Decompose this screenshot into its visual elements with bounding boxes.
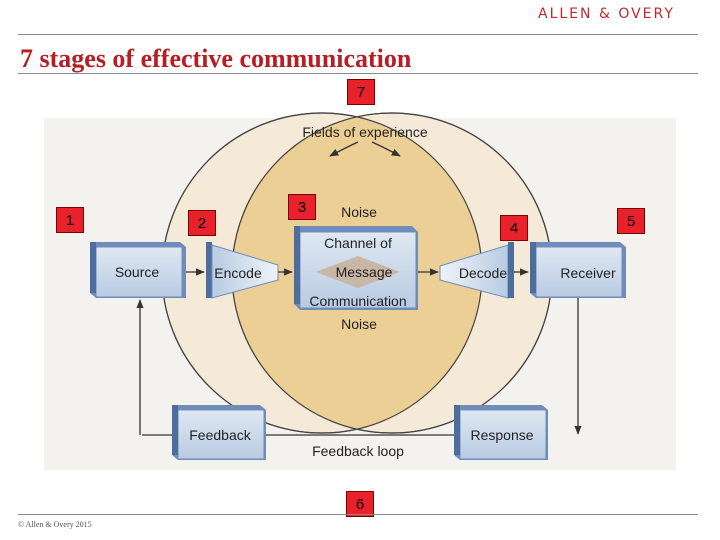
stage-marker-7: 7: [347, 79, 375, 105]
title-divider: [18, 73, 698, 74]
footer-copyright: © Allen & Overy 2015: [18, 520, 92, 529]
decode-funnel: Decode: [439, 242, 514, 299]
fields-arrow-right: [371, 141, 401, 157]
stage-marker-4: 4: [500, 215, 528, 241]
stage-marker-1: 1: [56, 207, 84, 233]
communication-label: Communication: [309, 293, 406, 309]
stage-marker-5: 5: [617, 208, 645, 234]
noise-top-label: Noise: [341, 204, 377, 220]
receiver-box: Receiver: [530, 242, 626, 298]
encode-funnel: Encode: [206, 242, 279, 299]
channel-box: Channel of Message Communication: [294, 226, 418, 310]
encode-label: Encode: [214, 265, 262, 281]
message-label: Message: [336, 264, 393, 280]
decode-label: Decode: [459, 265, 507, 281]
noise-bottom-label: Noise: [341, 316, 377, 332]
fields-of-experience-label: Fields of experience: [302, 124, 428, 140]
source-box: Source: [90, 242, 186, 298]
message-diamond: [316, 256, 400, 288]
channel-label: Channel of: [324, 235, 392, 251]
company-logo: ALLEN & OVERY: [538, 6, 675, 22]
response-box: Response: [454, 405, 548, 460]
stage-marker-3: 3: [288, 194, 316, 220]
receiver-label: Receiver: [560, 265, 616, 281]
response-label: Response: [470, 427, 533, 443]
header-divider: [18, 34, 698, 35]
page-title: 7 stages of effective communication: [20, 44, 412, 73]
fields-arrow-left: [329, 141, 359, 157]
stage-marker-2: 2: [188, 210, 216, 236]
footer-divider: [18, 514, 698, 515]
stage-marker-6: 6: [346, 491, 374, 517]
source-label: Source: [115, 264, 160, 280]
feedback-loop-label: Feedback loop: [312, 443, 404, 459]
feedback-box: Feedback: [172, 405, 266, 460]
feedback-label: Feedback: [189, 427, 251, 443]
